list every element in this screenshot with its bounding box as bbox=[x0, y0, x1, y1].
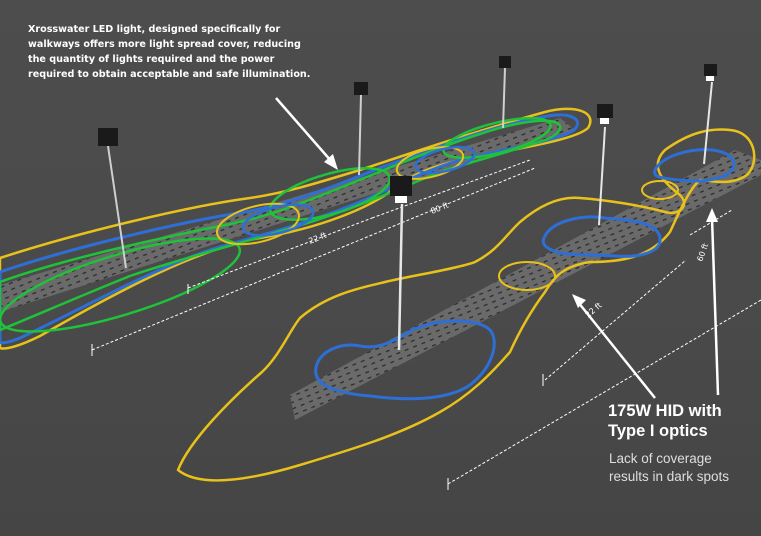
hid-yellow-overlap-2 bbox=[641, 180, 679, 200]
hid-subtitle: Lack of coverage results in dark spots bbox=[609, 450, 729, 486]
hid-spacing-label: 60 ft bbox=[695, 242, 710, 263]
led-yellow-overlap-2 bbox=[395, 146, 465, 180]
hid-width-label: 22 ft bbox=[584, 301, 604, 320]
hid-yellow-overlap-1 bbox=[498, 261, 556, 291]
led-green-lobe-1 bbox=[268, 167, 392, 221]
hid-callout-arrow-2 bbox=[706, 208, 720, 396]
led-yellow-contour bbox=[0, 107, 592, 350]
led-description-line: the quantity of lights required and the … bbox=[28, 54, 275, 65]
hid-title-line: Type I optics bbox=[608, 422, 708, 440]
hid-pole-1 bbox=[390, 176, 412, 351]
led-yellow-overlap-1 bbox=[216, 202, 300, 246]
hid-pole-3 bbox=[703, 64, 717, 165]
led-pole-1 bbox=[98, 128, 127, 269]
led-pole-3 bbox=[499, 56, 511, 129]
led-contours bbox=[0, 107, 592, 350]
led-poles bbox=[98, 56, 511, 269]
hid-subtitle-line: Lack of coverage bbox=[609, 451, 712, 466]
led-spacing-label: 80 ft bbox=[429, 201, 450, 216]
hid-blue-contour-3 bbox=[653, 148, 736, 183]
hid-poles bbox=[390, 64, 717, 351]
led-walkway bbox=[0, 118, 575, 312]
hid-title-line: 175W HID with bbox=[608, 402, 722, 420]
led-blue-overlap-2 bbox=[414, 145, 476, 175]
led-pole-2 bbox=[354, 82, 368, 176]
hid-callout-arrow-1 bbox=[572, 294, 656, 399]
hid-title: 175W HID with Type I optics bbox=[608, 401, 722, 441]
callout-arrows bbox=[275, 97, 720, 399]
led-green-lobe-2 bbox=[442, 117, 552, 159]
hid-blue-contour-1 bbox=[314, 319, 496, 401]
led-callout-arrow bbox=[275, 97, 338, 170]
led-description: Xrosswater LED light, designed specifica… bbox=[28, 22, 328, 82]
led-width-label: 22 ft bbox=[307, 231, 328, 246]
led-dimension-lines bbox=[91, 159, 536, 356]
hid-blue-contour-2 bbox=[541, 215, 662, 258]
hid-dimension-lines bbox=[447, 209, 761, 490]
led-blue-overlap-1 bbox=[241, 203, 315, 237]
led-description-line: walkways offers more light spread cover,… bbox=[28, 39, 301, 50]
led-green-lobe-3 bbox=[0, 237, 242, 333]
led-description-line: required to obtain acceptable and safe i… bbox=[28, 69, 311, 80]
led-description-line: Xrosswater LED light, designed specifica… bbox=[28, 24, 281, 35]
hid-walkway bbox=[290, 150, 761, 420]
hid-pole-2 bbox=[597, 104, 613, 226]
hid-subtitle-line: results in dark spots bbox=[609, 469, 730, 484]
